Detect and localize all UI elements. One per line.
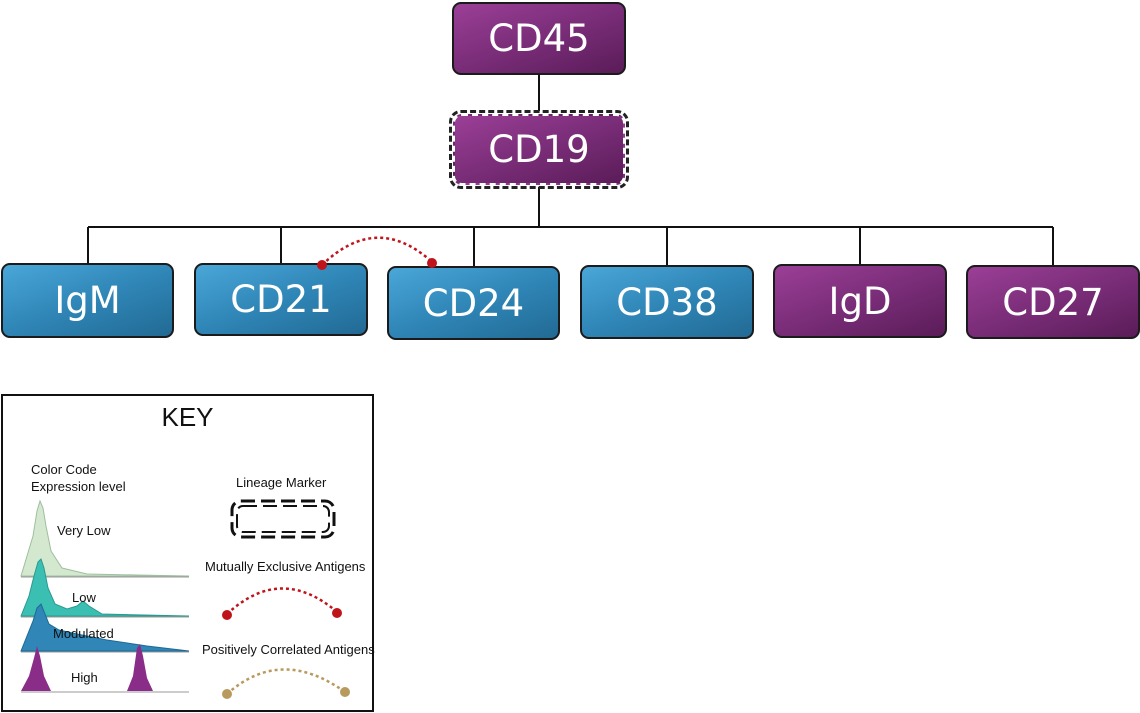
histogram-high-left [21,646,51,691]
node-cd24-label: CD24 [422,281,525,325]
node-igm-label: IgM [54,279,121,322]
key-legend: KEY Color Code Expression level Very Low… [1,394,375,712]
node-cd19-label: CD19 [488,128,590,171]
node-cd27: CD27 [966,265,1140,339]
lineage-marker-label: Lineage Marker [236,475,327,490]
node-cd45-label: CD45 [488,17,590,60]
expression-histograms [20,499,190,693]
histogram-modulated [20,603,190,652]
node-cd27-label: CD27 [1002,280,1104,324]
level-very-low-label: Very Low [57,523,111,538]
node-cd38-label: CD38 [616,280,718,324]
node-cd21: CD21 [194,263,368,336]
histogram-high-right [127,644,153,691]
node-cd45: CD45 [452,2,626,75]
positively-correlated-label: Positively Correlated Antigens [202,642,375,657]
mutually-exclusive-label: Mutually Exclusive Antigens [205,559,366,574]
node-igm: IgM [1,263,174,338]
node-cd24: CD24 [387,266,560,340]
node-cd19: CD19 [453,114,625,185]
level-high-label: High [71,670,98,685]
lineage-marker-outline [449,110,629,189]
lineage-marker-symbol [230,499,336,539]
color-code-heading: Color Code Expression level [31,461,126,495]
node-igd: IgD [773,264,947,338]
color-code-heading-line2: Expression level [31,479,126,494]
level-low-label: Low [72,590,96,605]
node-igd-label: IgD [828,279,892,323]
node-cd38: CD38 [580,265,754,339]
node-cd21-label: CD21 [230,278,332,321]
level-modulated-label: Modulated [53,626,114,641]
positively-correlated-symbol [222,668,350,699]
key-title: KEY [161,402,214,432]
color-code-heading-line1: Color Code [31,462,97,477]
mutually-exclusive-symbol [222,587,342,620]
